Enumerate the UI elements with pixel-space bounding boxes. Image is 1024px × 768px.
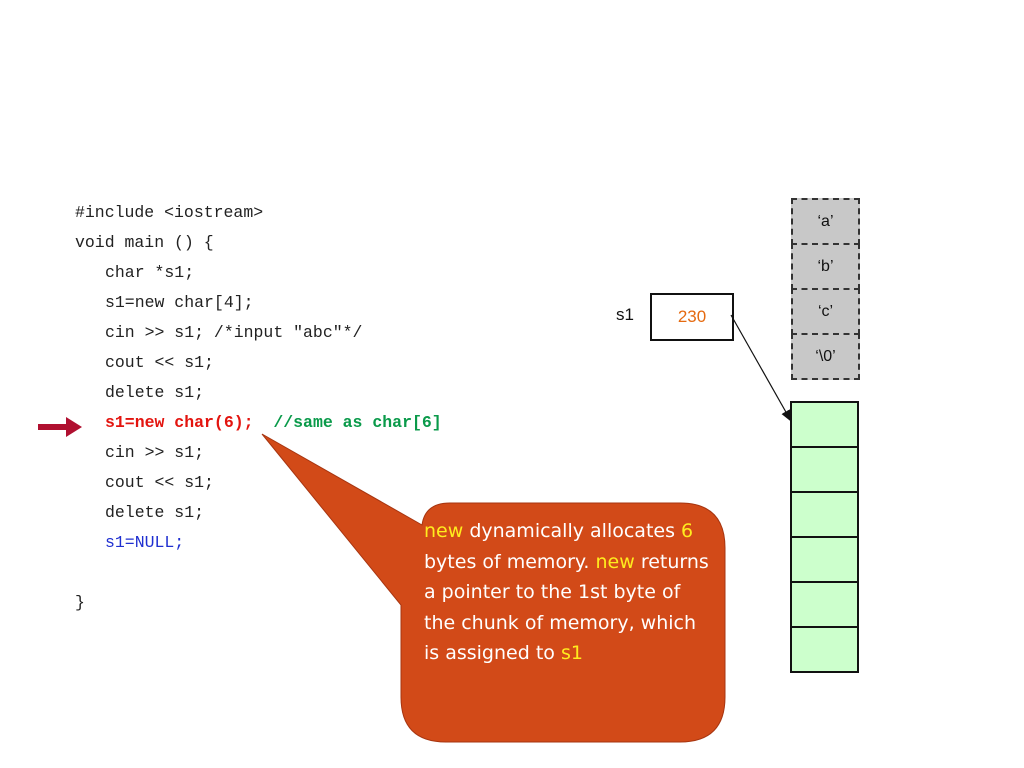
callout-keyword-s1: s1 [560,642,583,664]
pointer-variable-box: 230 [650,293,734,341]
highlighted-statement: s1=new char(6); [105,413,254,432]
allocated-memory-cell [790,581,859,628]
allocated-memory-cell [790,401,859,448]
code-line-12: s1=NULL; [105,533,185,552]
allocated-memory-cell [790,446,859,493]
code-line-1: #include <iostream> [75,203,264,222]
code-line-14: } [75,593,85,612]
code-line-3: char *s1; [105,263,195,282]
code-line-7: delete s1; [105,383,205,402]
code-line-8-highlighted: s1=new char(6); //same as char[6] [75,408,442,438]
freed-memory-cell: ‘c’ [791,288,860,335]
code-line-5: cin >> s1; /*input "abc"*/ [105,323,363,342]
callout-text: new dynamically allocates 6 bytes of mem… [424,520,709,664]
code-line-4: s1=new char[4]; [105,293,254,312]
code-listing: #include <iostream> void main () { char … [75,198,442,618]
code-line-2: void main () { [75,233,214,252]
freed-memory-block: ‘a’ ‘b’ ‘c’ ‘\0’ [791,198,860,380]
callout-keyword-new-2: new [595,550,635,573]
callout-keyword-new: new [424,520,464,542]
code-line-10: cout << s1; [105,473,214,492]
current-line-arrow-icon [38,417,82,437]
freed-memory-cell: ‘b’ [791,243,860,290]
code-line-13 [75,558,442,588]
code-line-11: delete s1; [105,503,205,522]
pointer-variable-label: s1 [616,305,634,324]
code-line-6: cout << s1; [105,353,214,372]
allocated-memory-block [790,401,859,673]
code-comment: //same as char[6] [273,413,442,432]
allocated-memory-cell [790,491,859,538]
code-line-9: cin >> s1; [105,443,205,462]
callout-shape [261,433,726,743]
freed-memory-cell: ‘a’ [791,198,860,245]
freed-memory-cell: ‘\0’ [791,333,860,380]
callout-keyword-6: 6 [681,520,694,542]
allocated-memory-cell [790,626,859,673]
allocated-memory-cell [790,536,859,583]
